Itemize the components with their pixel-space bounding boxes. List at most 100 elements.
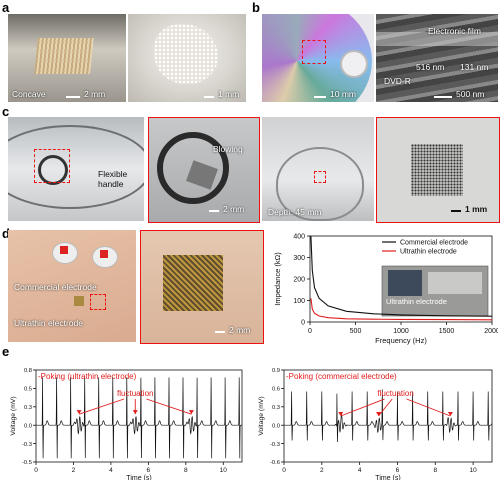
y-tick-label: -0.5 — [22, 460, 32, 466]
handle-ring-zoom — [157, 132, 229, 204]
y-tick-label: 0.0 — [272, 423, 280, 429]
fluctuation-arrow — [406, 398, 451, 417]
y-tick-label: 300 — [293, 255, 305, 262]
x-tick-label: 0 — [308, 328, 312, 335]
chart-title: -Poking (commercial electrode) — [286, 372, 397, 381]
ecg-trace — [284, 389, 493, 443]
series-line-commercial — [310, 235, 493, 317]
scale-label: 2 mm — [229, 325, 251, 335]
commercial-electrode-label: Commercial electrode — [14, 282, 97, 292]
y-tick-label: -0.3 — [22, 442, 32, 448]
instrument-panel — [428, 272, 482, 294]
x-tick-label: 2000 — [484, 328, 498, 335]
arrow-head — [188, 410, 194, 415]
plot-frame — [283, 369, 493, 463]
x-tick-label: 10 — [469, 467, 477, 474]
scale-bar — [215, 331, 225, 333]
y-axis-label: Voltage (mV) — [258, 396, 265, 435]
scale-bar — [451, 210, 461, 212]
arrow-head — [338, 412, 344, 416]
x-tick-label: 1000 — [393, 328, 409, 335]
photo-ultrathin-zoom: 2 mm — [140, 230, 264, 344]
y-tick-label: 0 — [301, 320, 305, 327]
inset-label: Ultrathin electrode — [386, 297, 447, 306]
arrow-head — [132, 410, 138, 415]
y-tick-label: 400 — [293, 234, 305, 241]
handle-ring — [38, 155, 68, 185]
flask-outline — [8, 125, 144, 209]
photo-depth: Depth: 45 mm — [262, 117, 374, 221]
ecg-trace — [36, 377, 243, 459]
y-tick-label: 0.3 — [24, 405, 32, 411]
concave-label: Concave — [12, 89, 46, 99]
dvd-r-label: DVD-R — [384, 76, 411, 86]
x-axis-label: Time (s) — [126, 475, 151, 480]
scale-bar — [66, 96, 80, 98]
instrument-screen — [388, 270, 422, 296]
x-tick-label: 2 — [320, 467, 324, 474]
fluctuation-arrow — [78, 398, 125, 415]
scale-label: 1 mm — [465, 204, 488, 214]
scale-bar — [434, 96, 452, 98]
x-tick-label: 10 — [220, 467, 228, 474]
y-tick-label: 0.8 — [24, 368, 32, 374]
dvd-hole — [340, 50, 368, 78]
photo-grid-film: 1 mm — [376, 117, 500, 223]
highlight-box — [314, 171, 326, 183]
series-line-ultrathin — [310, 298, 493, 321]
x-tick-label: 8 — [433, 467, 437, 474]
fluctuation-label: fluctuation — [117, 389, 153, 398]
ultrathin-electrode-1 — [74, 296, 84, 306]
x-tick-label: 4 — [358, 467, 362, 474]
chart-title: -Poking (ultrathin electrode) — [38, 372, 137, 381]
fluctuation-label: fluctuation — [377, 389, 413, 398]
photo-flask: Flexible handle — [8, 117, 144, 221]
grid-film — [411, 144, 463, 196]
fluctuation-arrow — [340, 398, 385, 417]
y-tick-label: -0.3 — [270, 442, 280, 448]
x-tick-label: 4 — [109, 467, 113, 474]
x-tick-label: 6 — [147, 467, 151, 474]
fluctuation-arrow — [378, 398, 393, 417]
scale-bar — [204, 96, 214, 98]
scale-bar — [314, 96, 326, 98]
photo-concave: Concave 2 mm — [8, 14, 126, 102]
connector-2 — [100, 250, 108, 258]
y-tick-label: 0.9 — [272, 368, 280, 374]
handle-label: Flexible handle — [98, 169, 128, 189]
arrow-head — [447, 412, 453, 416]
panel-label-b: b — [252, 0, 260, 15]
x-tick-label: 500 — [350, 328, 362, 335]
x-tick-label: 2 — [72, 467, 76, 474]
y-axis-label: Impedance (kΩ) — [273, 252, 282, 306]
highlight-box — [90, 294, 106, 310]
legend-label: Ultrathin electrode — [400, 249, 457, 256]
scale-label: 10 mm — [330, 89, 356, 99]
impedance-inset: Ultrathin electrode — [381, 265, 489, 317]
connector-1 — [60, 246, 68, 254]
arrow-head — [376, 412, 382, 416]
y-tick-label: 0.6 — [272, 387, 280, 393]
sem-image: Electronic film 516 nm 131 nm DVD-R 500 … — [376, 14, 498, 102]
panel-label-d: d — [2, 226, 10, 241]
dimension-131: 131 nm — [460, 62, 489, 72]
y-tick-label: 0.0 — [24, 423, 32, 429]
y-tick-label: 0.5 — [24, 387, 32, 393]
y-axis-label: Voltage (mV) — [10, 396, 17, 435]
y-tick-label: 200 — [293, 277, 305, 284]
photo-blowing: Blowing 2 mm — [148, 117, 260, 223]
panel-label-a: a — [2, 0, 10, 15]
blowing-label: Blowing — [213, 144, 243, 154]
scale-label: 500 nm — [456, 89, 485, 99]
legend-label: Commercial electrode — [400, 240, 468, 247]
y-tick-label: 0.3 — [272, 405, 280, 411]
scale-label: 2 mm — [84, 89, 106, 99]
highlight-box — [34, 149, 70, 183]
dimension-516: 516 nm — [416, 62, 445, 72]
x-axis-label: Frequency (Hz) — [375, 336, 427, 345]
bulb-outline — [276, 147, 364, 221]
photo-skin-electrodes: Commercial electrode Ultrathin electrode — [8, 230, 136, 342]
y-tick-label: -0.6 — [270, 460, 280, 466]
